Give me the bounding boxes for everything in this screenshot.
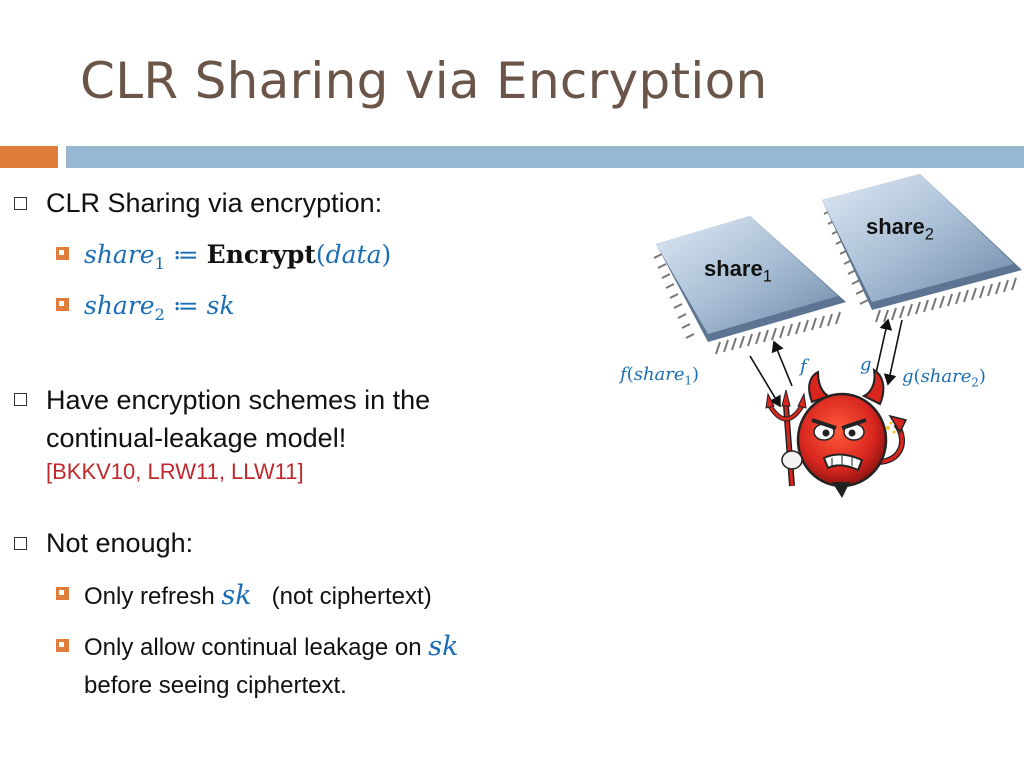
math-paren-open: (: [315, 240, 326, 269]
math-share2-expr: share2 ≔ sk: [84, 291, 235, 324]
fn: f: [620, 364, 627, 385]
devil-icon: [765, 368, 908, 498]
bullet-text: Only refresh: [84, 583, 222, 610]
math-data: data: [325, 240, 382, 269]
citation-refs: [BKKV10, LRW11, LLW11]: [46, 459, 304, 484]
chip2-label: share2: [866, 214, 934, 244]
chip-icon: [822, 174, 1022, 323]
chip-label-sub: 2: [924, 225, 934, 244]
title-accent-bar-orange: [0, 146, 58, 168]
chip-icon: [653, 216, 846, 355]
label-g-share2: g(share2): [902, 366, 986, 390]
arg: share: [920, 366, 972, 387]
bullet-text-line2: before seeing ciphertext.: [84, 672, 347, 699]
sub: 2: [971, 375, 979, 390]
bullet-text-tail: (not ciphertext): [251, 583, 432, 610]
bullet-text: Only allow continual leakage on: [84, 634, 429, 661]
leakage-diagram: share1 share2 f(share1) f g g(share2): [610, 170, 1024, 510]
math-assign: ≔: [164, 240, 207, 269]
title-accent-bar-blue: [66, 146, 1024, 168]
sub: 1: [684, 373, 692, 388]
bullet-text-line1: Have encryption schemes in the: [46, 385, 431, 415]
math-sk: sk: [428, 631, 459, 662]
orange-bullet-icon: [56, 247, 69, 260]
sub-bullet-share2: share2 ≔ sk: [56, 291, 235, 324]
bullet-clr-sharing: CLR Sharing via encryption:: [14, 188, 383, 219]
bullet-encryption-schemes: Have encryption schemes in the continual…: [14, 381, 431, 487]
square-bullet-icon: [14, 393, 27, 406]
orange-bullet-icon: [56, 587, 69, 600]
label-g: g: [860, 354, 872, 375]
diagram-svg: [653, 174, 1022, 498]
square-bullet-icon: [14, 537, 27, 550]
math-encrypt: Encrypt: [206, 240, 316, 269]
label-f: f: [800, 356, 807, 377]
paren: (: [626, 364, 634, 385]
math-share: share: [84, 240, 155, 269]
arrow-icon: [749, 318, 903, 408]
paren: ): [691, 364, 699, 385]
math-paren-close: ): [381, 240, 392, 269]
orange-bullet-icon: [56, 639, 69, 652]
paren: ): [978, 366, 986, 387]
math-share: share: [84, 291, 155, 320]
bullet-text: Not enough:: [46, 528, 194, 558]
chip1-label: share1: [704, 256, 772, 286]
arg: share: [633, 364, 685, 385]
slide-title: CLR Sharing via Encryption: [80, 52, 768, 110]
math-sub: 1: [154, 254, 165, 273]
fn: g: [902, 366, 914, 387]
math-assign: ≔: [164, 291, 207, 320]
math-sk: sk: [221, 580, 252, 611]
label-f-share1: f(share1): [620, 364, 699, 388]
paren: (: [913, 366, 921, 387]
sub-bullet-refresh-sk: Only refresh sk (not ciphertext): [56, 580, 432, 611]
chip-label-text: share: [704, 256, 763, 281]
orange-bullet-icon: [56, 298, 69, 311]
square-bullet-icon: [14, 197, 27, 210]
math-sub: 2: [154, 305, 165, 324]
math-sk: sk: [206, 291, 235, 320]
bullet-line1: Only allow continual leakage on sk: [84, 628, 458, 667]
chip-label-sub: 1: [762, 267, 772, 286]
bullet-text-line2: continual-leakage model!: [46, 423, 347, 453]
math-share1-expr: share1 ≔ Encrypt(data): [84, 240, 392, 273]
bullet-not-enough: Not enough:: [14, 528, 194, 559]
sub-bullet-share1: share1 ≔ Encrypt(data): [56, 240, 392, 273]
sub-bullet-continual-leakage: Only allow continual leakage on sk befor…: [56, 628, 458, 705]
chip-label-text: share: [866, 214, 925, 239]
bullet-text: CLR Sharing via encryption:: [46, 188, 383, 218]
